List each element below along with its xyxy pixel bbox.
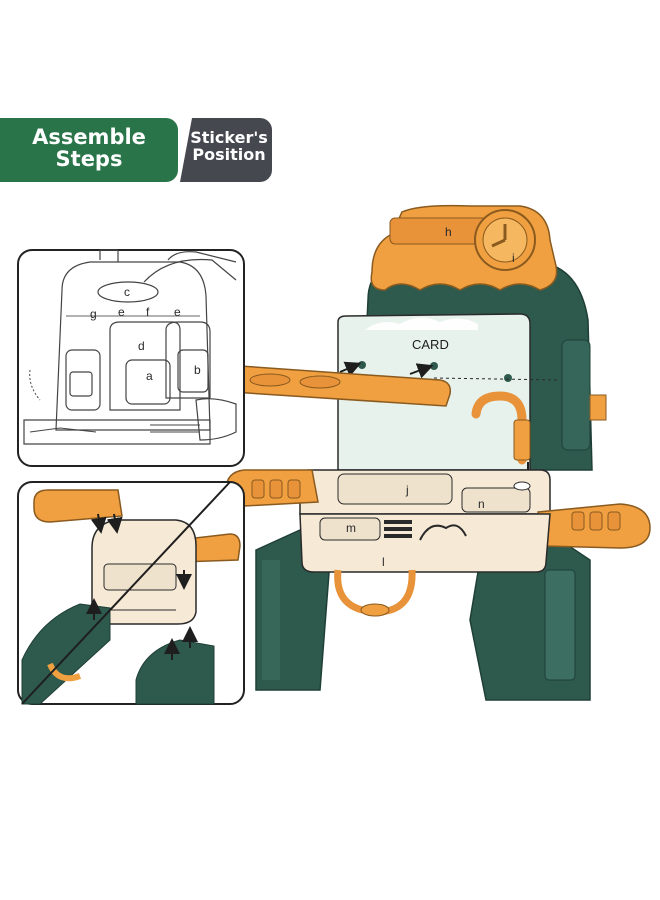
inset-label-e-right: e [174, 305, 181, 319]
inset-label-b: b [194, 363, 201, 377]
sticker-label-i: i [512, 251, 515, 265]
inset-green-leg-left [21, 603, 111, 705]
assemble-steps-tab: Assemble Steps [0, 118, 178, 182]
sticker-tab-line1: Sticker's [190, 128, 268, 147]
inset-label-d: d [138, 339, 145, 353]
sticker-label-l: l [382, 555, 385, 569]
inset-label-c: c [124, 285, 130, 299]
inset-green-leg-right [135, 639, 215, 705]
sticker-position-tab: Sticker's Position [180, 118, 272, 182]
sticker-tab-line2: Position [192, 144, 266, 164]
inset-label-e-left: e [118, 305, 125, 319]
inset-attach-trays-step [17, 481, 245, 705]
inset-fold-step: c g e f e d a b [17, 249, 245, 467]
assemble-tab-line1: Assemble [32, 125, 146, 149]
inset-label-a: a [146, 369, 153, 383]
sticker-label-n: n [478, 497, 485, 511]
card-label: CARD [412, 337, 449, 352]
inset-label-f: f [146, 305, 150, 319]
sticker-label-h: h [445, 225, 452, 239]
faucet [471, 391, 527, 465]
inset-label-g: g [90, 307, 97, 321]
main-kitchen-illustration: h i CARD j n m l [225, 204, 651, 701]
inset-left-tray [33, 489, 123, 523]
sticker-label-m: m [346, 521, 356, 535]
sticker-label-j: j [405, 483, 409, 497]
assemble-tab-line2: Steps [55, 147, 123, 172]
side-clip [589, 394, 607, 421]
